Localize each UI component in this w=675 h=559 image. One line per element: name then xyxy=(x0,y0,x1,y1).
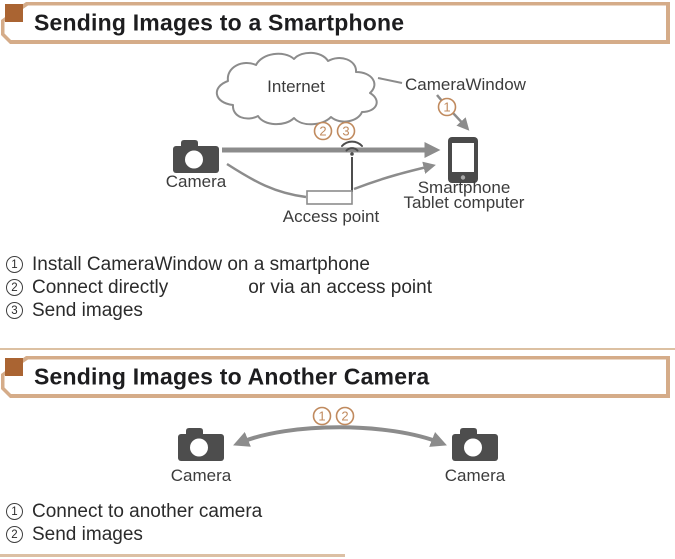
camerawindow-label: CameraWindow xyxy=(405,75,527,94)
internet-cloud xyxy=(216,51,378,126)
step-text-continued: or via an access point xyxy=(248,276,432,298)
section-title-another-camera: Sending Images to Another Camera xyxy=(34,363,430,390)
header-fill xyxy=(1,356,670,398)
step-connect: 2 Connect directly or via an access poin… xyxy=(6,276,675,299)
smartphone-steps-list: 1 Install CameraWindow on a smartphone 2… xyxy=(0,253,675,322)
access-point-icon xyxy=(306,140,363,205)
camera-to-camera-arrow xyxy=(233,425,447,447)
accesspoint-to-smartphone-arrow xyxy=(353,161,436,191)
camera-icon xyxy=(173,140,219,173)
camera-left-icon xyxy=(178,428,224,461)
section-sending-to-smartphone: Sending Images to a Smartphone Internet … xyxy=(0,2,675,322)
step-marker-2: 2 xyxy=(341,409,348,424)
step-send-images: 3 Send images xyxy=(6,299,675,322)
step-text: Connect directly xyxy=(32,276,169,298)
step-number-badge: 1 xyxy=(6,503,23,520)
section-header-another-camera: Sending Images to Another Camera xyxy=(1,356,670,398)
section-divider-rule xyxy=(0,348,675,350)
section-sending-to-another-camera: Sending Images to Another Camera 1 2 Cam… xyxy=(0,348,675,546)
step-text: Install CameraWindow on a smartphone xyxy=(32,253,370,275)
access-point-label: Access point xyxy=(283,207,380,226)
step-marker-3-circle xyxy=(336,121,356,141)
step-send-images: 2 Send images xyxy=(6,523,675,546)
camera-right-icon xyxy=(452,428,498,461)
step-marker-2: 2 xyxy=(319,124,326,139)
header-corner-square xyxy=(5,4,23,22)
step-marker-1: 1 xyxy=(443,100,450,115)
step-number-badge: 3 xyxy=(6,302,23,319)
step-install-camerawindow: 1 Install CameraWindow on a smartphone xyxy=(6,253,675,276)
step-text: Connect to another camera xyxy=(32,500,263,522)
step-text: Send images xyxy=(32,523,143,545)
camera-left-label: Camera xyxy=(171,466,232,485)
smartphone-label-line1: Smartphone xyxy=(418,178,511,197)
step-marker-1-circle xyxy=(437,97,457,117)
camera-right-label: Camera xyxy=(445,466,506,485)
step-connect-camera: 1 Connect to another camera xyxy=(6,500,675,523)
smartphone-label-line2: Tablet computer xyxy=(404,193,525,212)
step-marker-2-circle xyxy=(313,121,333,141)
step-marker-1: 1 xyxy=(318,409,325,424)
step-marker-3: 3 xyxy=(342,124,349,139)
smartphone-icon xyxy=(448,137,478,183)
header-corner-square xyxy=(5,358,23,376)
step-marker-1-circle xyxy=(312,406,332,426)
camera-to-accesspoint-line xyxy=(226,162,307,199)
bottom-partial-rule xyxy=(0,554,345,557)
section-title-smartphone: Sending Images to a Smartphone xyxy=(34,9,405,36)
camera-to-camera-diagram: 1 2 Camera Camera xyxy=(171,406,506,485)
camera-steps-list: 1 Connect to another camera 2 Send image… xyxy=(0,500,675,546)
internet-label: Internet xyxy=(267,77,325,96)
section-header-smartphone: Sending Images to a Smartphone xyxy=(1,2,670,44)
header-fill xyxy=(1,2,670,44)
step-number-badge: 2 xyxy=(6,279,23,296)
smartphone-diagram: Internet CameraWindow 1 2 3 Camera xyxy=(166,51,527,226)
camerawindow-leader-line xyxy=(377,77,403,84)
step-marker-2-circle xyxy=(335,406,355,426)
camera-label: Camera xyxy=(166,172,227,191)
step-text: Send images xyxy=(32,299,143,321)
step-number-badge: 1 xyxy=(6,256,23,273)
step-number-badge: 2 xyxy=(6,526,23,543)
